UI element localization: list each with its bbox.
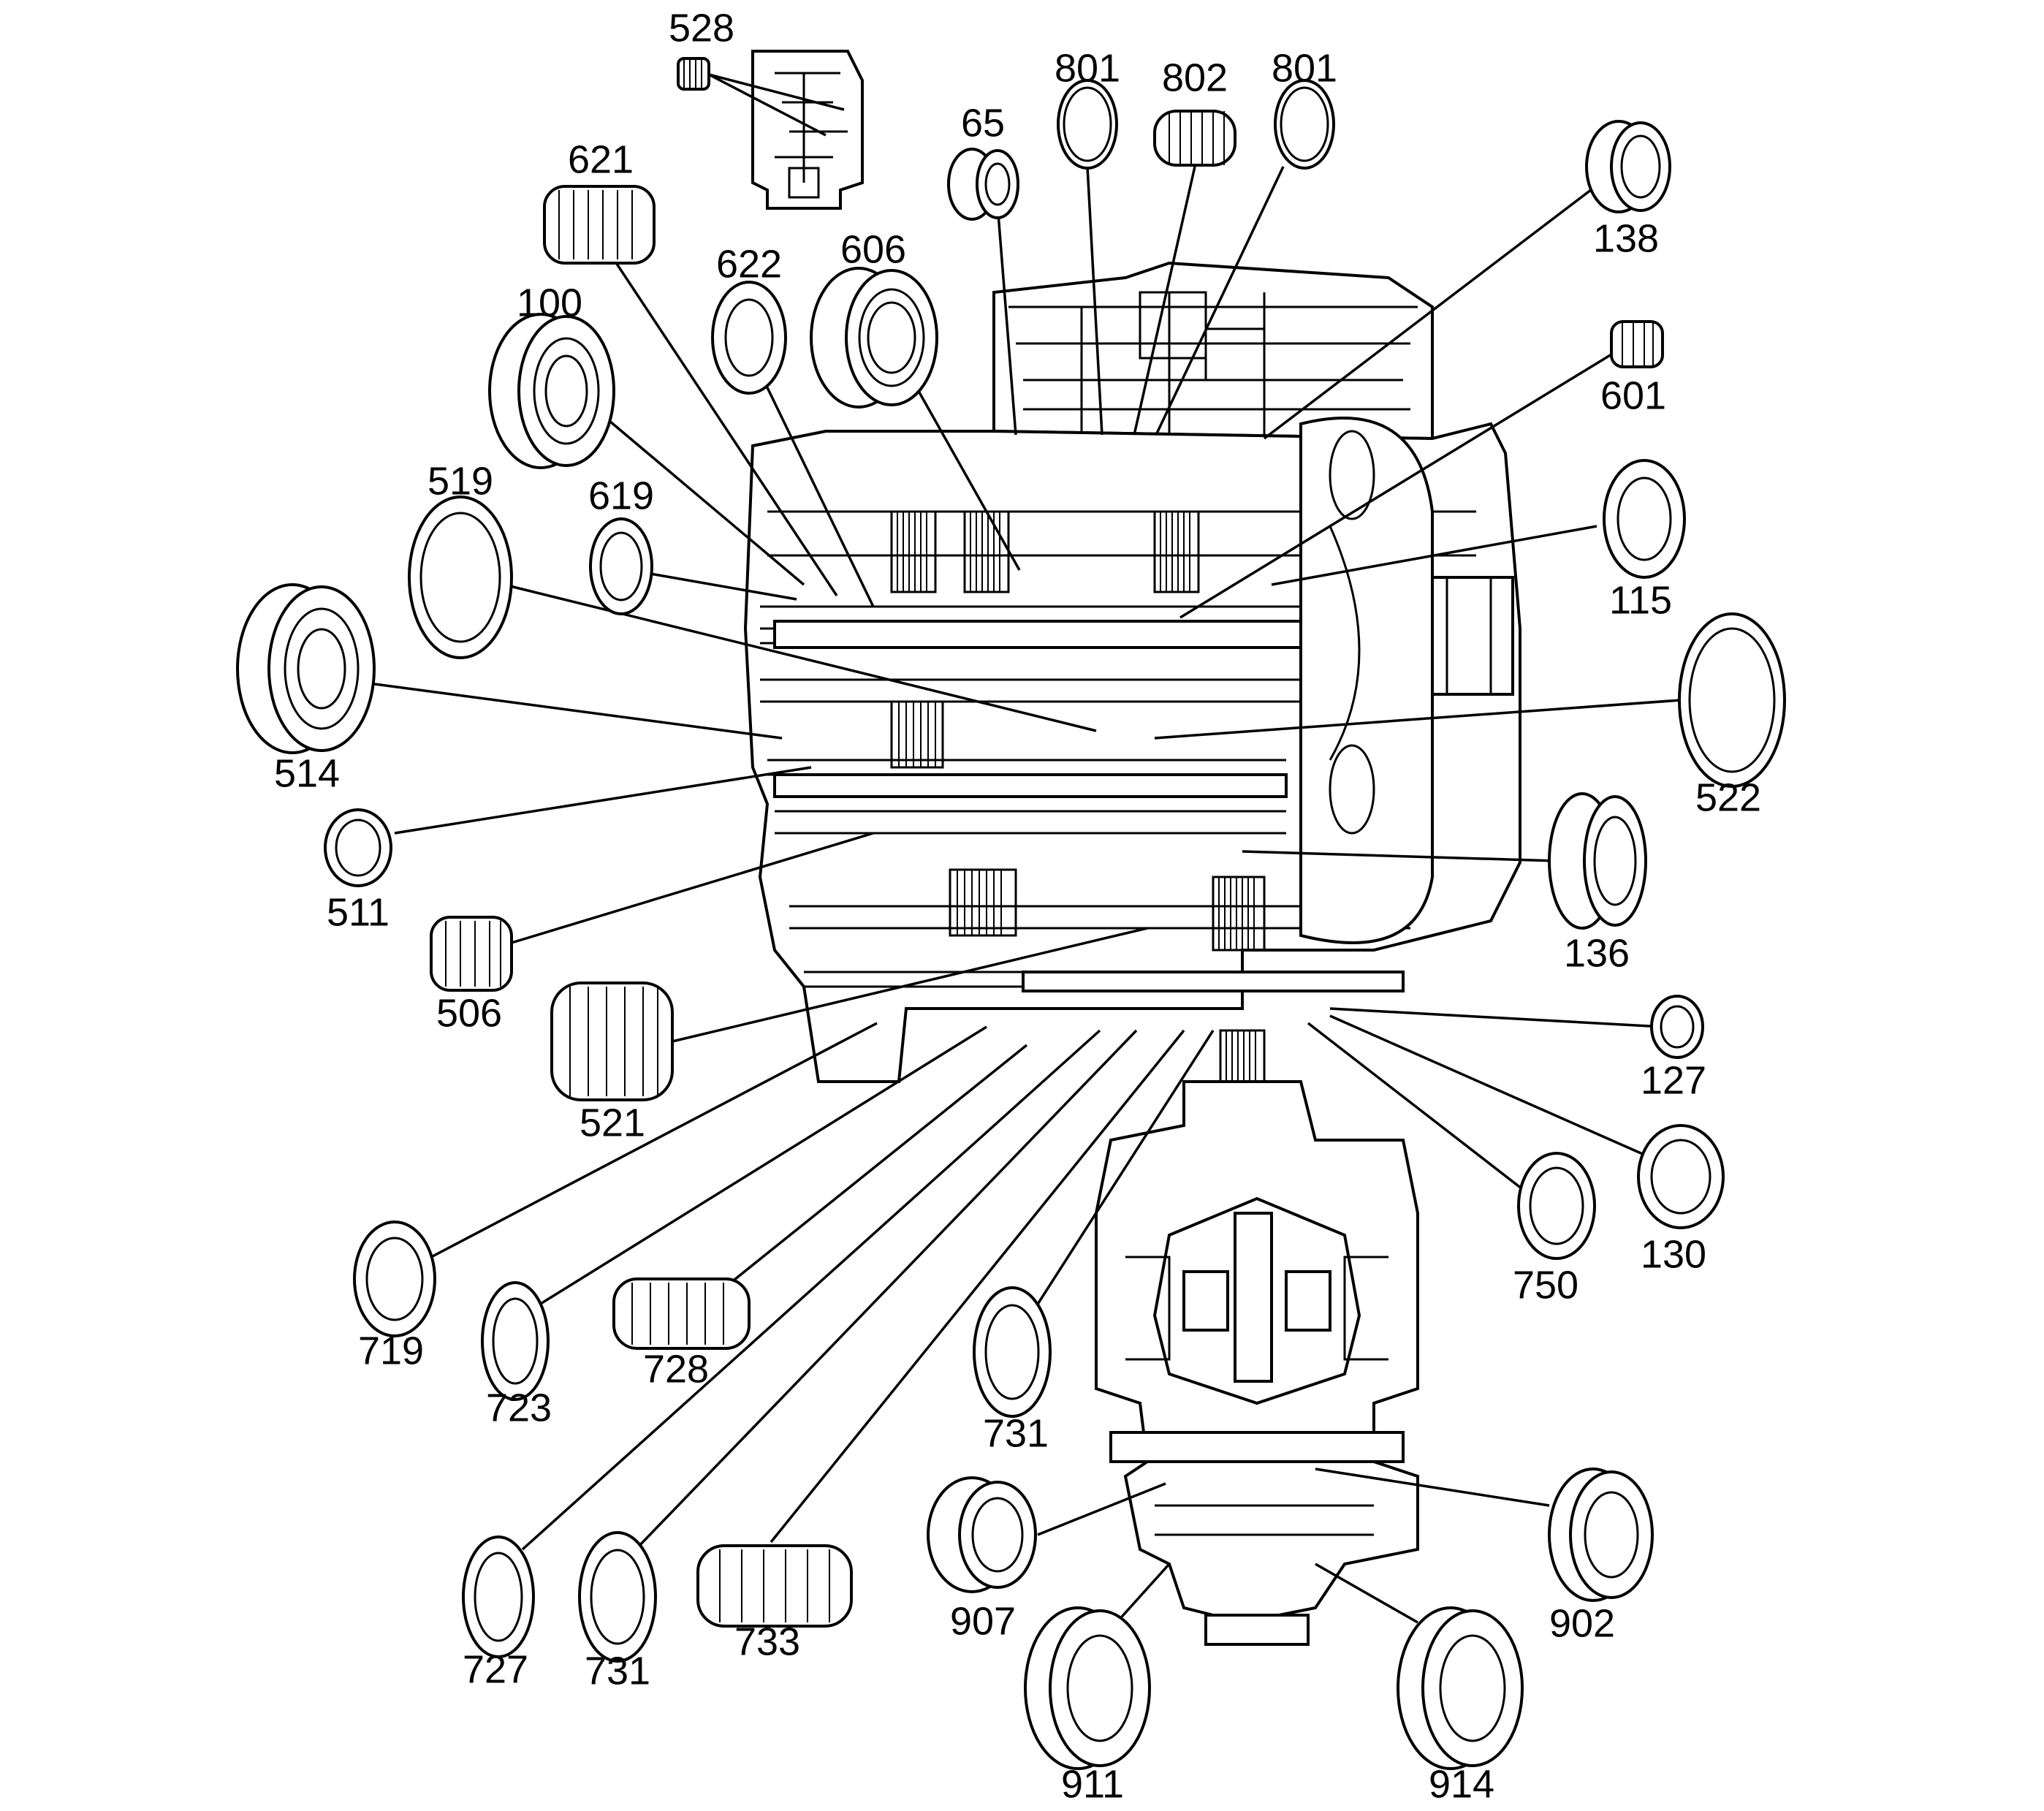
callout-115: 115 [1609, 578, 1672, 622]
callout-labels: 528 801 802 801 65 621 138 622 606 100 6… [274, 6, 1761, 1806]
callout-731-upper: 731 [983, 1411, 1049, 1455]
bearing-65 [947, 148, 1019, 221]
bearing-115 [1603, 459, 1686, 579]
callout-506: 506 [436, 991, 502, 1035]
callout-100: 100 [517, 281, 582, 324]
callout-522: 522 [1695, 775, 1761, 819]
bearing-138 [1585, 120, 1671, 213]
transmission-cross-section [743, 50, 1521, 1646]
bearing-606 [810, 267, 938, 409]
bearing-731-upper [973, 1286, 1052, 1418]
bearing-519 [408, 496, 513, 659]
bearing-parts [236, 57, 1786, 1770]
callout-911: 911 [1061, 1762, 1124, 1806]
callout-750: 750 [1513, 1263, 1578, 1307]
bearing-522 [1678, 612, 1786, 788]
bearing-728 [612, 1277, 751, 1350]
callout-902: 902 [1549, 1601, 1615, 1645]
bearing-914 [1397, 1606, 1524, 1770]
callout-619: 619 [588, 474, 654, 517]
callout-907: 907 [950, 1599, 1016, 1643]
callout-733: 733 [734, 1620, 800, 1663]
callout-621: 621 [568, 137, 634, 181]
callout-728: 728 [643, 1347, 709, 1391]
bearing-511 [324, 808, 392, 887]
bearing-750 [1517, 1152, 1596, 1260]
bearing-136 [1548, 792, 1647, 930]
callout-127: 127 [1641, 1058, 1706, 1102]
bearing-727 [462, 1535, 535, 1658]
bearing-902 [1548, 1468, 1654, 1602]
bearing-601 [1610, 320, 1664, 368]
bearing-719 [353, 1220, 436, 1337]
bearing-100 [488, 313, 615, 469]
bearing-622 [711, 281, 787, 395]
bearing-130 [1637, 1124, 1725, 1229]
bearing-514 [236, 583, 376, 754]
bearing-907 [927, 1476, 1037, 1593]
callout-622: 622 [716, 242, 782, 286]
bearing-619 [589, 517, 653, 615]
bearing-528 [677, 57, 710, 91]
bearing-127 [1650, 995, 1704, 1059]
bearing-801-left [1057, 79, 1118, 170]
callout-519: 519 [428, 459, 493, 503]
callout-136: 136 [1564, 931, 1630, 975]
bearing-911 [1024, 1606, 1151, 1770]
bearing-521 [550, 982, 674, 1101]
bearing-506 [430, 916, 513, 992]
callout-727: 727 [463, 1647, 528, 1691]
callout-719: 719 [358, 1329, 424, 1373]
bearing-621 [543, 185, 656, 265]
callout-521: 521 [580, 1101, 645, 1144]
callout-514: 514 [274, 751, 340, 795]
callout-801-left: 801 [1055, 46, 1120, 90]
callout-601: 601 [1600, 373, 1666, 417]
callout-130: 130 [1641, 1232, 1706, 1276]
callout-802: 802 [1162, 56, 1228, 99]
leader-lines [368, 73, 1682, 1639]
bearing-731-lower [578, 1531, 657, 1663]
bearing-801-right [1274, 79, 1335, 170]
callout-138: 138 [1593, 216, 1659, 260]
callout-914: 914 [1429, 1762, 1494, 1806]
callout-528: 528 [669, 6, 734, 50]
callout-731-lower: 731 [585, 1649, 650, 1693]
callout-606: 606 [840, 227, 906, 271]
bearing-733 [696, 1544, 853, 1628]
callout-511: 511 [327, 890, 390, 934]
callout-723: 723 [486, 1386, 552, 1430]
clutch-packs [890, 510, 1266, 1098]
callout-65: 65 [961, 101, 1005, 145]
bearing-802 [1153, 110, 1236, 167]
bearing-723 [481, 1281, 550, 1401]
callout-801-right: 801 [1272, 46, 1337, 90]
